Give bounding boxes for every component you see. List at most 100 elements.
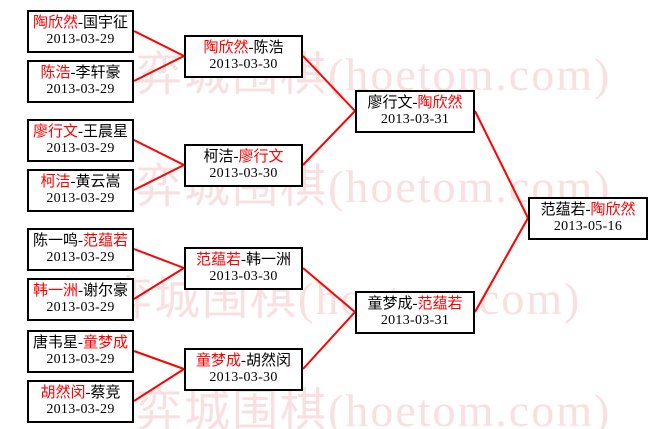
r1m7-to-r2m4 — [133, 350, 185, 370]
match-date-r2m3: 2013-03-30 — [209, 268, 278, 284]
player-left-r1m2: 陈浩 — [40, 64, 71, 81]
player-separator: - — [78, 334, 83, 351]
r1m3-to-r2m2 — [133, 139, 185, 166]
player-right-r1m2: 李轩豪 — [75, 64, 121, 81]
match-players-r2m4: 童梦成-胡然闵 — [195, 352, 291, 370]
player-right-r1m5: 范蕴若 — [83, 232, 129, 249]
player-separator: - — [412, 94, 418, 111]
match-date-r1m7: 2013-03-29 — [46, 351, 115, 367]
player-separator: - — [241, 251, 246, 268]
player-separator: - — [78, 232, 83, 249]
player-right-r1m6: 谢尔豪 — [83, 282, 129, 299]
r3m2-to-final — [474, 217, 529, 313]
player-left-r1m7: 唐韦星 — [32, 334, 78, 351]
r3m1-to-final — [474, 110, 529, 219]
player-left-r1m4: 柯洁 — [40, 173, 71, 190]
player-separator: - — [585, 201, 591, 218]
player-left-r1m3: 廖行文 — [32, 123, 78, 140]
match-players-r1m4: 柯洁-黄云嵩 — [40, 173, 121, 191]
r1m8-to-r2m4 — [133, 368, 185, 402]
match-players-r1m8: 胡然闵-蔡竞 — [40, 384, 121, 402]
player-right-r1m8: 蔡竞 — [90, 384, 121, 401]
match-players-r2m3: 范蕴若-韩一洲 — [195, 251, 292, 269]
player-separator: - — [78, 123, 83, 140]
match-date-r2m2: 2013-03-30 — [209, 165, 278, 181]
player-right-r2m3: 韩一洲 — [246, 251, 292, 268]
r1m5-to-r2m3 — [133, 248, 185, 269]
player-left-r2m1: 陶欣然 — [203, 39, 249, 56]
match-players-r1m7: 唐韦星-童梦成 — [32, 334, 129, 352]
match-players-r1m1: 陶欣然-国宇征 — [32, 14, 129, 32]
match-date-r2m1: 2013-03-30 — [209, 56, 278, 72]
match-date-r1m5: 2013-03-29 — [46, 249, 115, 265]
r2m1-to-r3m1 — [302, 55, 356, 112]
player-separator: - — [233, 148, 239, 165]
player-left-r2m4: 童梦成 — [195, 352, 241, 369]
player-separator: - — [248, 39, 254, 56]
player-right-r1m4: 黄云嵩 — [75, 173, 121, 190]
player-left-fm1: 范蕴若 — [540, 201, 586, 218]
match-players-r2m1: 陶欣然-陈浩 — [203, 39, 284, 57]
player-separator: - — [70, 173, 76, 190]
player-left-r2m3: 范蕴若 — [195, 251, 241, 268]
match-players-r1m5: 陈一鸣-范蕴若 — [32, 232, 129, 250]
player-right-r3m2: 范蕴若 — [417, 295, 463, 312]
player-left-r1m1: 陶欣然 — [32, 14, 78, 31]
match-players-r2m2: 柯洁-廖行文 — [203, 148, 284, 166]
r2m2-to-r3m1 — [302, 110, 356, 166]
player-right-r2m2: 廖行文 — [238, 148, 284, 165]
match-date-r1m1: 2013-03-29 — [46, 31, 115, 47]
match-players-r1m3: 廖行文-王晨星 — [32, 123, 129, 141]
player-right-r2m1: 陈浩 — [253, 39, 284, 56]
r2m4-to-r3m2 — [302, 311, 356, 370]
player-right-r1m3: 王晨星 — [83, 123, 129, 140]
match-date-r1m4: 2013-03-29 — [46, 190, 115, 206]
match-date-r3m2: 2013-03-31 — [380, 312, 450, 328]
match-date-r1m6: 2013-03-29 — [46, 299, 115, 315]
player-right-r1m7: 童梦成 — [83, 334, 129, 351]
player-separator: - — [241, 352, 246, 369]
r1m4-to-r2m2 — [133, 164, 185, 191]
match-players-r1m2: 陈浩-李轩豪 — [40, 64, 121, 82]
match-players-r1m6: 韩一洲-谢尔豪 — [33, 282, 129, 300]
player-separator: - — [78, 14, 83, 31]
match-date-r1m3: 2013-03-29 — [46, 140, 115, 156]
player-separator: - — [85, 384, 91, 401]
player-left-r3m2: 童梦成 — [367, 295, 413, 312]
match-date-r3m1: 2013-03-31 — [380, 111, 450, 127]
match-players-r3m1: 廖行文-陶欣然 — [367, 94, 462, 112]
player-right-r1m1: 国宇征 — [83, 14, 129, 31]
player-left-r3m1: 廖行文 — [367, 94, 413, 111]
match-players-r3m2: 童梦成-范蕴若 — [367, 295, 463, 313]
r2m3-to-r3m2 — [302, 267, 356, 313]
match-players-fm1: 范蕴若-陶欣然 — [540, 201, 635, 219]
player-separator: - — [70, 64, 76, 81]
player-left-r2m2: 柯洁 — [203, 148, 234, 165]
match-date-r2m4: 2013-03-30 — [209, 369, 278, 385]
player-separator: - — [78, 282, 83, 299]
player-left-r1m8: 胡然闵 — [40, 384, 86, 401]
r1m2-to-r2m1 — [133, 55, 185, 82]
player-separator: - — [412, 295, 418, 312]
r1m6-to-r2m3 — [133, 267, 185, 300]
player-left-r1m5: 陈一鸣 — [32, 232, 78, 249]
match-date-fm1: 2013-05-16 — [553, 218, 623, 234]
match-date-r1m2: 2013-03-29 — [46, 81, 115, 97]
